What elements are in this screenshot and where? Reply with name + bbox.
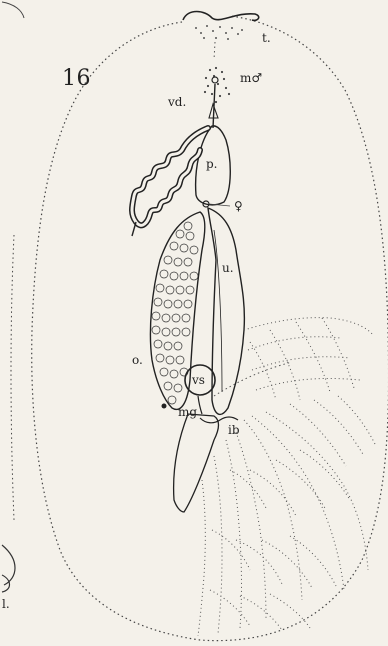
tentacle-connector xyxy=(214,42,215,60)
tentacle-structure xyxy=(183,12,259,21)
label-p: p. xyxy=(206,158,218,170)
male-pore xyxy=(212,77,218,83)
vitellaria xyxy=(198,318,376,636)
ovary-dot xyxy=(162,404,167,409)
label-vs: vs xyxy=(192,374,205,386)
yolk-duct xyxy=(214,362,292,396)
corner-curve xyxy=(2,545,15,592)
label-mg: mg xyxy=(178,406,197,418)
intestine xyxy=(174,414,219,512)
label-u: u. xyxy=(222,262,234,274)
vas-deferens xyxy=(132,128,208,225)
mehlis-duct xyxy=(198,396,202,414)
label-t: t. xyxy=(262,32,271,44)
label-vd: vd. xyxy=(168,96,186,108)
ib-junction xyxy=(200,417,238,423)
neighbor-outline xyxy=(11,235,14,520)
label-ib: ib xyxy=(228,424,240,436)
label-m-male: m♂ xyxy=(240,72,262,84)
label-female: ♀ xyxy=(234,200,243,212)
uterus xyxy=(208,208,244,414)
figure-number: 16 xyxy=(62,68,91,90)
body-outline xyxy=(32,16,388,641)
label-edge: l. xyxy=(2,598,10,610)
corner-mark xyxy=(2,2,24,18)
male-opening xyxy=(204,67,230,103)
label-o: o. xyxy=(132,354,143,366)
tentacle-stipple xyxy=(195,25,243,40)
